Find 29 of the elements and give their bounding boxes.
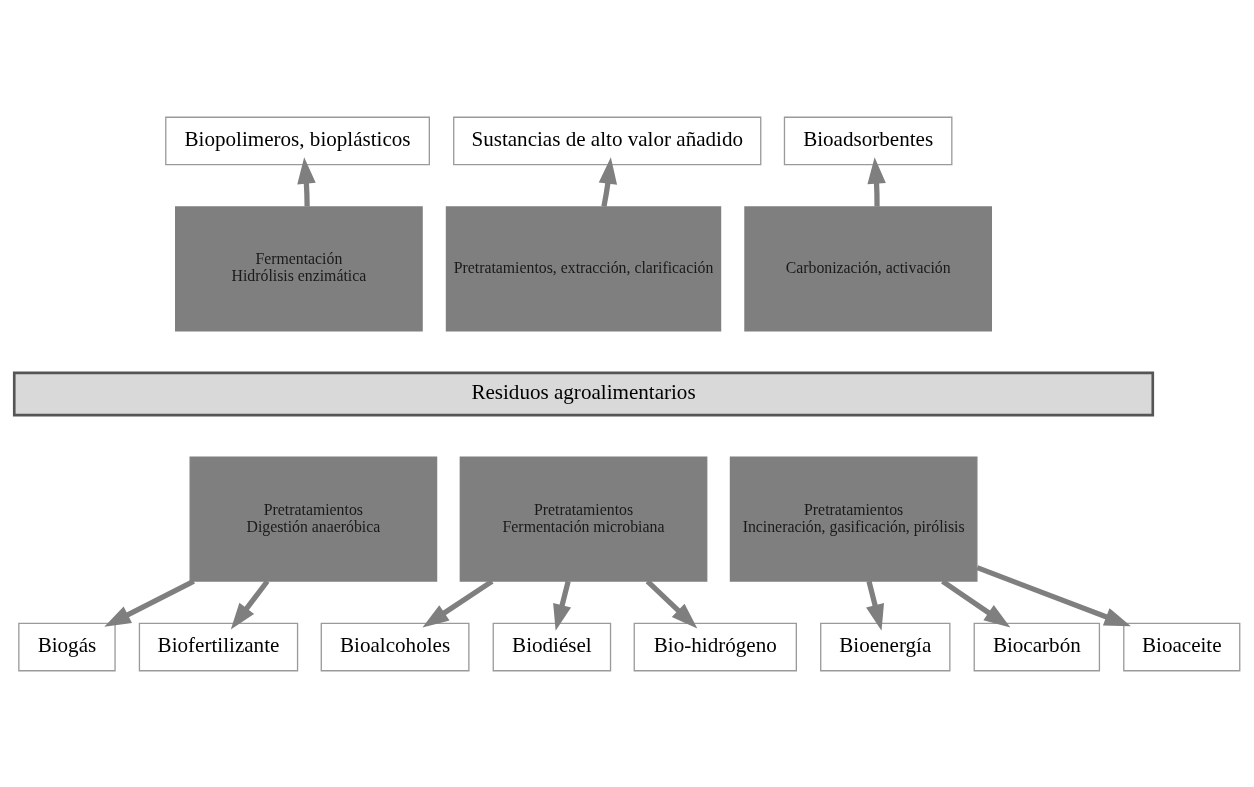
node-box: Bioaceite [1123, 622, 1241, 671]
arrow [645, 578, 698, 629]
node-box: Biocarbón [973, 622, 1101, 671]
node-box: Pretratamientos Incineración, gasificación, pirólisis [729, 456, 978, 582]
node-box: Fermentación Hidrólisis enzimática [175, 205, 423, 331]
arrow [297, 156, 316, 207]
node-box: Residuos agroalimentarios [12, 371, 1155, 416]
node-box: Biopolimeros, bioplásticos [165, 116, 430, 165]
arrow [941, 578, 1011, 628]
arrow [866, 580, 885, 631]
arrow [104, 578, 195, 627]
node-box: Biofertilizante [138, 622, 299, 671]
arrow [422, 578, 494, 628]
node-box: Sustancias de alto valor añadido [453, 116, 762, 165]
arrow [553, 580, 572, 631]
arrow [867, 156, 886, 207]
node-box: Pretratamientos Fermentación microbiana [459, 456, 708, 582]
node-box: Bioenergía [820, 622, 951, 671]
arrow [598, 156, 618, 207]
node-box: Bioalcoholes [320, 622, 470, 671]
node-box: Biogás [18, 622, 116, 671]
node-box: Pretratamientos Digestión anaeróbica [189, 456, 438, 582]
node-box: Biodiésel [492, 622, 612, 671]
arrow [230, 579, 270, 629]
node-box: Pretratamientos, extracción, clarificación [445, 205, 722, 331]
node-box: Bio-hidrógeno [633, 622, 797, 671]
node-box: Carbonización, activación [744, 205, 992, 331]
node-box: Bioadsorbentes [783, 116, 953, 165]
arrow [976, 564, 1131, 626]
